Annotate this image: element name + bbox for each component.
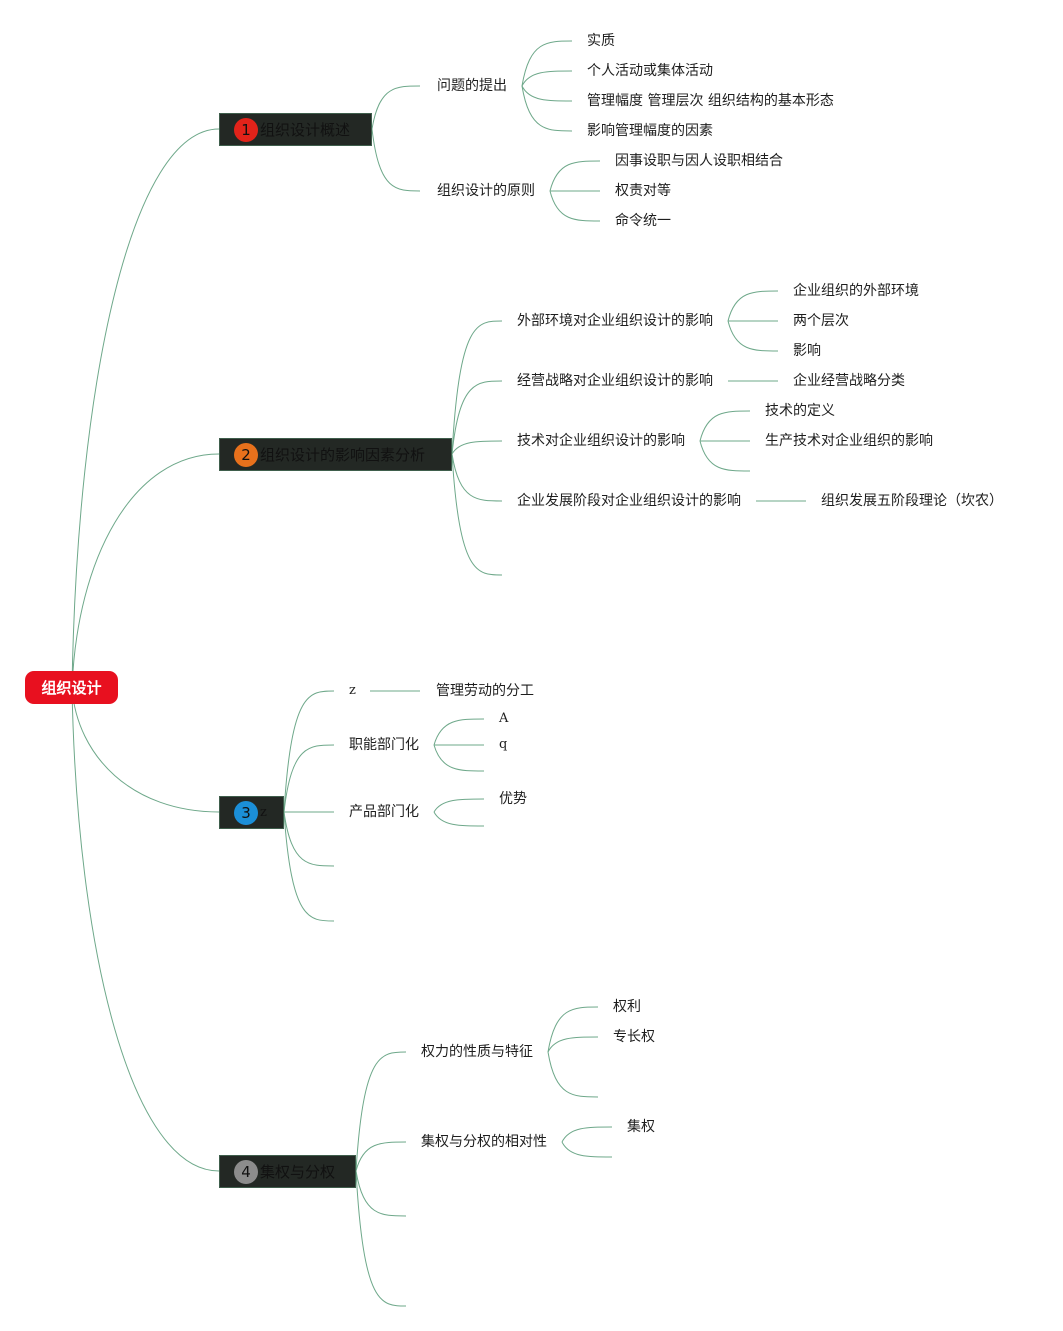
topic-node-3[interactable]: 3 z [219, 796, 284, 829]
connector-line [371, 128, 421, 192]
connector-line [521, 70, 573, 87]
leaf-node[interactable]: 影响 [793, 343, 821, 359]
leaf-node[interactable]: 管理劳动的分工 [436, 683, 534, 699]
branch-node[interactable]: 权力的性质与特征 [421, 1044, 533, 1060]
topic-label: 集权与分权 [260, 1163, 336, 1181]
connector-line [521, 85, 573, 102]
connector-line [71, 128, 220, 689]
connector-line [549, 190, 601, 222]
branch-node[interactable]: 技术对企业组织设计的影响 [517, 433, 685, 449]
leaf-node[interactable]: 个人活动或集体活动 [587, 63, 713, 79]
branch-node[interactable]: 产品部门化 [349, 804, 419, 820]
number-badge: 3 [234, 800, 258, 825]
connector-line [451, 440, 503, 455]
connector-line [433, 798, 485, 813]
leaf-node[interactable]: 企业组织的外部环境 [793, 283, 919, 299]
branch-node[interactable]: 问题的提出 [437, 78, 507, 94]
connector-line [561, 1126, 613, 1143]
leaf-node[interactable]: q [499, 737, 508, 752]
connector-line [355, 1170, 407, 1307]
connector-line [727, 320, 779, 352]
leaf-node[interactable]: 因事设职与因人设职相结合 [615, 153, 783, 169]
connector-line [727, 290, 779, 322]
connector-line [433, 718, 485, 746]
connector-line [451, 453, 503, 576]
connector-line [547, 1006, 599, 1053]
branch-node[interactable]: 组织设计的原则 [437, 183, 535, 199]
number-badge: 2 [234, 442, 258, 467]
connector-line [451, 320, 503, 455]
branch-node[interactable]: z [349, 683, 356, 698]
connector-line [521, 40, 573, 87]
connector-line [561, 1141, 613, 1158]
connector-line [433, 811, 485, 827]
leaf-node[interactable]: 组织发展五阶段理论（坎农） [821, 493, 1003, 509]
root-node[interactable]: 组织设计 [25, 671, 118, 704]
connector-line [371, 85, 421, 130]
topic-label: 组织设计的影响因素分析 [260, 446, 426, 464]
branch-node[interactable]: 职能部门化 [349, 737, 419, 753]
topic-label: z [260, 805, 267, 820]
leaf-node[interactable]: 技术的定义 [765, 403, 835, 419]
topic-node-1[interactable]: 1 组织设计概述 [219, 113, 372, 146]
branch-node[interactable]: 集权与分权的相对性 [421, 1134, 547, 1150]
connector-line [283, 811, 335, 867]
connector-line [71, 453, 220, 689]
topic-node-4[interactable]: 4 集权与分权 [219, 1155, 356, 1188]
connector-line [451, 453, 503, 502]
connector-line [547, 1051, 599, 1098]
leaf-node[interactable]: 权利 [613, 999, 641, 1015]
connector-line [71, 687, 220, 1172]
topic-node-2[interactable]: 2 组织设计的影响因素分析 [219, 438, 452, 471]
leaf-node[interactable]: 影响管理幅度的因素 [587, 123, 713, 139]
leaf-node[interactable]: 权责对等 [615, 183, 671, 199]
connector-line [355, 1170, 407, 1217]
branch-node[interactable]: 经营战略对企业组织设计的影响 [517, 373, 713, 389]
branch-node[interactable]: 企业发展阶段对企业组织设计的影响 [517, 493, 741, 509]
connector-line [699, 440, 751, 472]
leaf-node[interactable]: 实质 [587, 33, 615, 49]
branch-node[interactable]: 外部环境对企业组织设计的影响 [517, 313, 713, 329]
connector-line [451, 380, 503, 455]
connector-line [433, 744, 485, 772]
number-badge: 1 [234, 117, 258, 142]
connector-line [71, 687, 220, 813]
leaf-node[interactable]: 集权 [627, 1119, 655, 1135]
connector-line [549, 160, 601, 192]
leaf-node[interactable]: 企业经营战略分类 [793, 373, 905, 389]
connector-line [283, 690, 335, 813]
leaf-node[interactable]: 管理幅度 管理层次 组织结构的基本形态 [587, 93, 834, 109]
leaf-node[interactable]: 命令统一 [615, 213, 671, 229]
leaf-node[interactable]: 生产技术对企业组织的影响 [765, 433, 933, 449]
root-label: 组织设计 [41, 679, 102, 697]
leaf-node[interactable]: A [499, 711, 509, 726]
connector-line [355, 1141, 407, 1172]
connector-line [547, 1036, 599, 1053]
leaf-node[interactable]: 两个层次 [793, 313, 849, 329]
connector-line [283, 744, 335, 813]
leaf-node[interactable]: 优势 [499, 791, 527, 807]
leaf-node[interactable]: 专长权 [613, 1029, 655, 1045]
connector-line [699, 410, 751, 442]
topic-label: 组织设计概述 [260, 121, 351, 139]
number-badge: 4 [234, 1159, 258, 1184]
connector-line [283, 811, 335, 922]
connector-line [355, 1051, 407, 1172]
connector-line [521, 85, 573, 132]
